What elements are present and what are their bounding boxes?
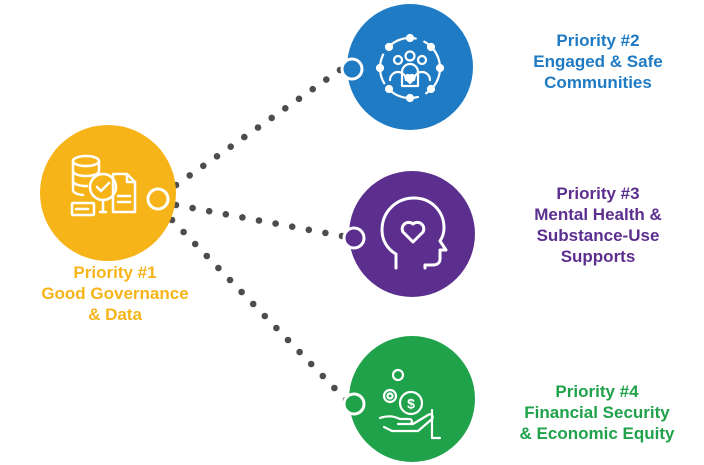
connector-dot xyxy=(255,217,263,224)
priority-3-node xyxy=(342,171,475,297)
priority-4-label: Priority #4 Financial Security & Economi… xyxy=(490,381,704,444)
connector-dot xyxy=(238,288,245,296)
connector-dot xyxy=(296,348,303,356)
connector-dot xyxy=(215,264,222,272)
priority-3-title: Priority #3 xyxy=(556,184,640,203)
connector-dot xyxy=(226,276,234,284)
priority-2-label: Priority #2 Engaged & Safe Communities xyxy=(498,30,698,93)
connector-dot xyxy=(305,226,313,234)
connector-dot xyxy=(213,153,221,160)
priority-4-node: $ xyxy=(342,336,475,462)
connector-dot xyxy=(227,143,234,150)
connector-dot xyxy=(254,124,262,131)
connector-dot xyxy=(191,240,199,248)
connector-dot xyxy=(288,223,296,230)
connector-dot xyxy=(261,312,269,320)
connector-dot xyxy=(268,114,276,122)
hand-coins-dollar-icon: $ xyxy=(378,368,442,440)
connector-dot xyxy=(180,228,187,236)
connector-dot xyxy=(241,133,248,141)
data-search-document-icon xyxy=(70,154,137,217)
connector-dot xyxy=(273,324,280,332)
connector-dot xyxy=(331,384,338,392)
priority-3-connector-knob xyxy=(342,226,366,250)
priority-1-name-line-1: Good Governance xyxy=(41,284,189,303)
priority-1-connector-knob xyxy=(146,187,170,211)
priority-1-label: Priority #1 Good Governance & Data xyxy=(0,262,230,325)
priority-4-name-line-2: & Economic Equity xyxy=(519,424,675,443)
connector-dot xyxy=(239,214,246,221)
connector-dot xyxy=(323,76,330,83)
priority-2-connector-knob xyxy=(340,57,364,81)
connector-dot xyxy=(307,360,315,368)
connector-line-4 xyxy=(168,216,350,404)
priority-3-name-line-3: Supports xyxy=(560,247,636,266)
connector-dot xyxy=(186,172,193,179)
priority-1-title: Priority #1 xyxy=(73,263,157,282)
priority-1-node xyxy=(40,125,176,261)
priority-3-label: Priority #3 Mental Health & Substance-Us… xyxy=(493,183,703,267)
connector-dot xyxy=(203,252,211,260)
connector-dot xyxy=(200,162,207,170)
connector-line-3 xyxy=(172,201,346,240)
connector-line-2 xyxy=(172,66,344,189)
priority-2-title: Priority #2 xyxy=(556,31,640,50)
community-people-network-icon xyxy=(375,33,445,103)
connector-dot xyxy=(284,336,292,344)
head-heart-icon xyxy=(380,196,448,270)
connector-dot xyxy=(309,85,317,93)
priority-4-connector-knob xyxy=(342,392,366,416)
priority-4-name-line-1: Financial Security xyxy=(524,403,670,422)
priority-2-name-line-2: Communities xyxy=(544,73,652,92)
connector-dot xyxy=(189,204,196,212)
priority-2-node xyxy=(340,4,473,130)
priority-3-name-line-1: Mental Health & xyxy=(534,205,662,224)
connector-dot xyxy=(282,105,289,112)
priority-4-title: Priority #4 xyxy=(555,382,639,401)
connector-dot xyxy=(222,211,230,218)
priority-3-name-line-2: Substance-Use xyxy=(536,226,660,245)
connector-dot xyxy=(322,229,329,237)
connector-dot xyxy=(205,207,213,215)
priority-1-name-line-2: & Data xyxy=(88,305,142,324)
priority-2-name-line-1: Engaged & Safe xyxy=(533,52,663,71)
connector-dot xyxy=(272,220,279,227)
connector-dot xyxy=(295,95,303,103)
svg-text:$: $ xyxy=(407,396,415,412)
connector-dot xyxy=(249,300,257,308)
connector-dot xyxy=(319,372,327,380)
